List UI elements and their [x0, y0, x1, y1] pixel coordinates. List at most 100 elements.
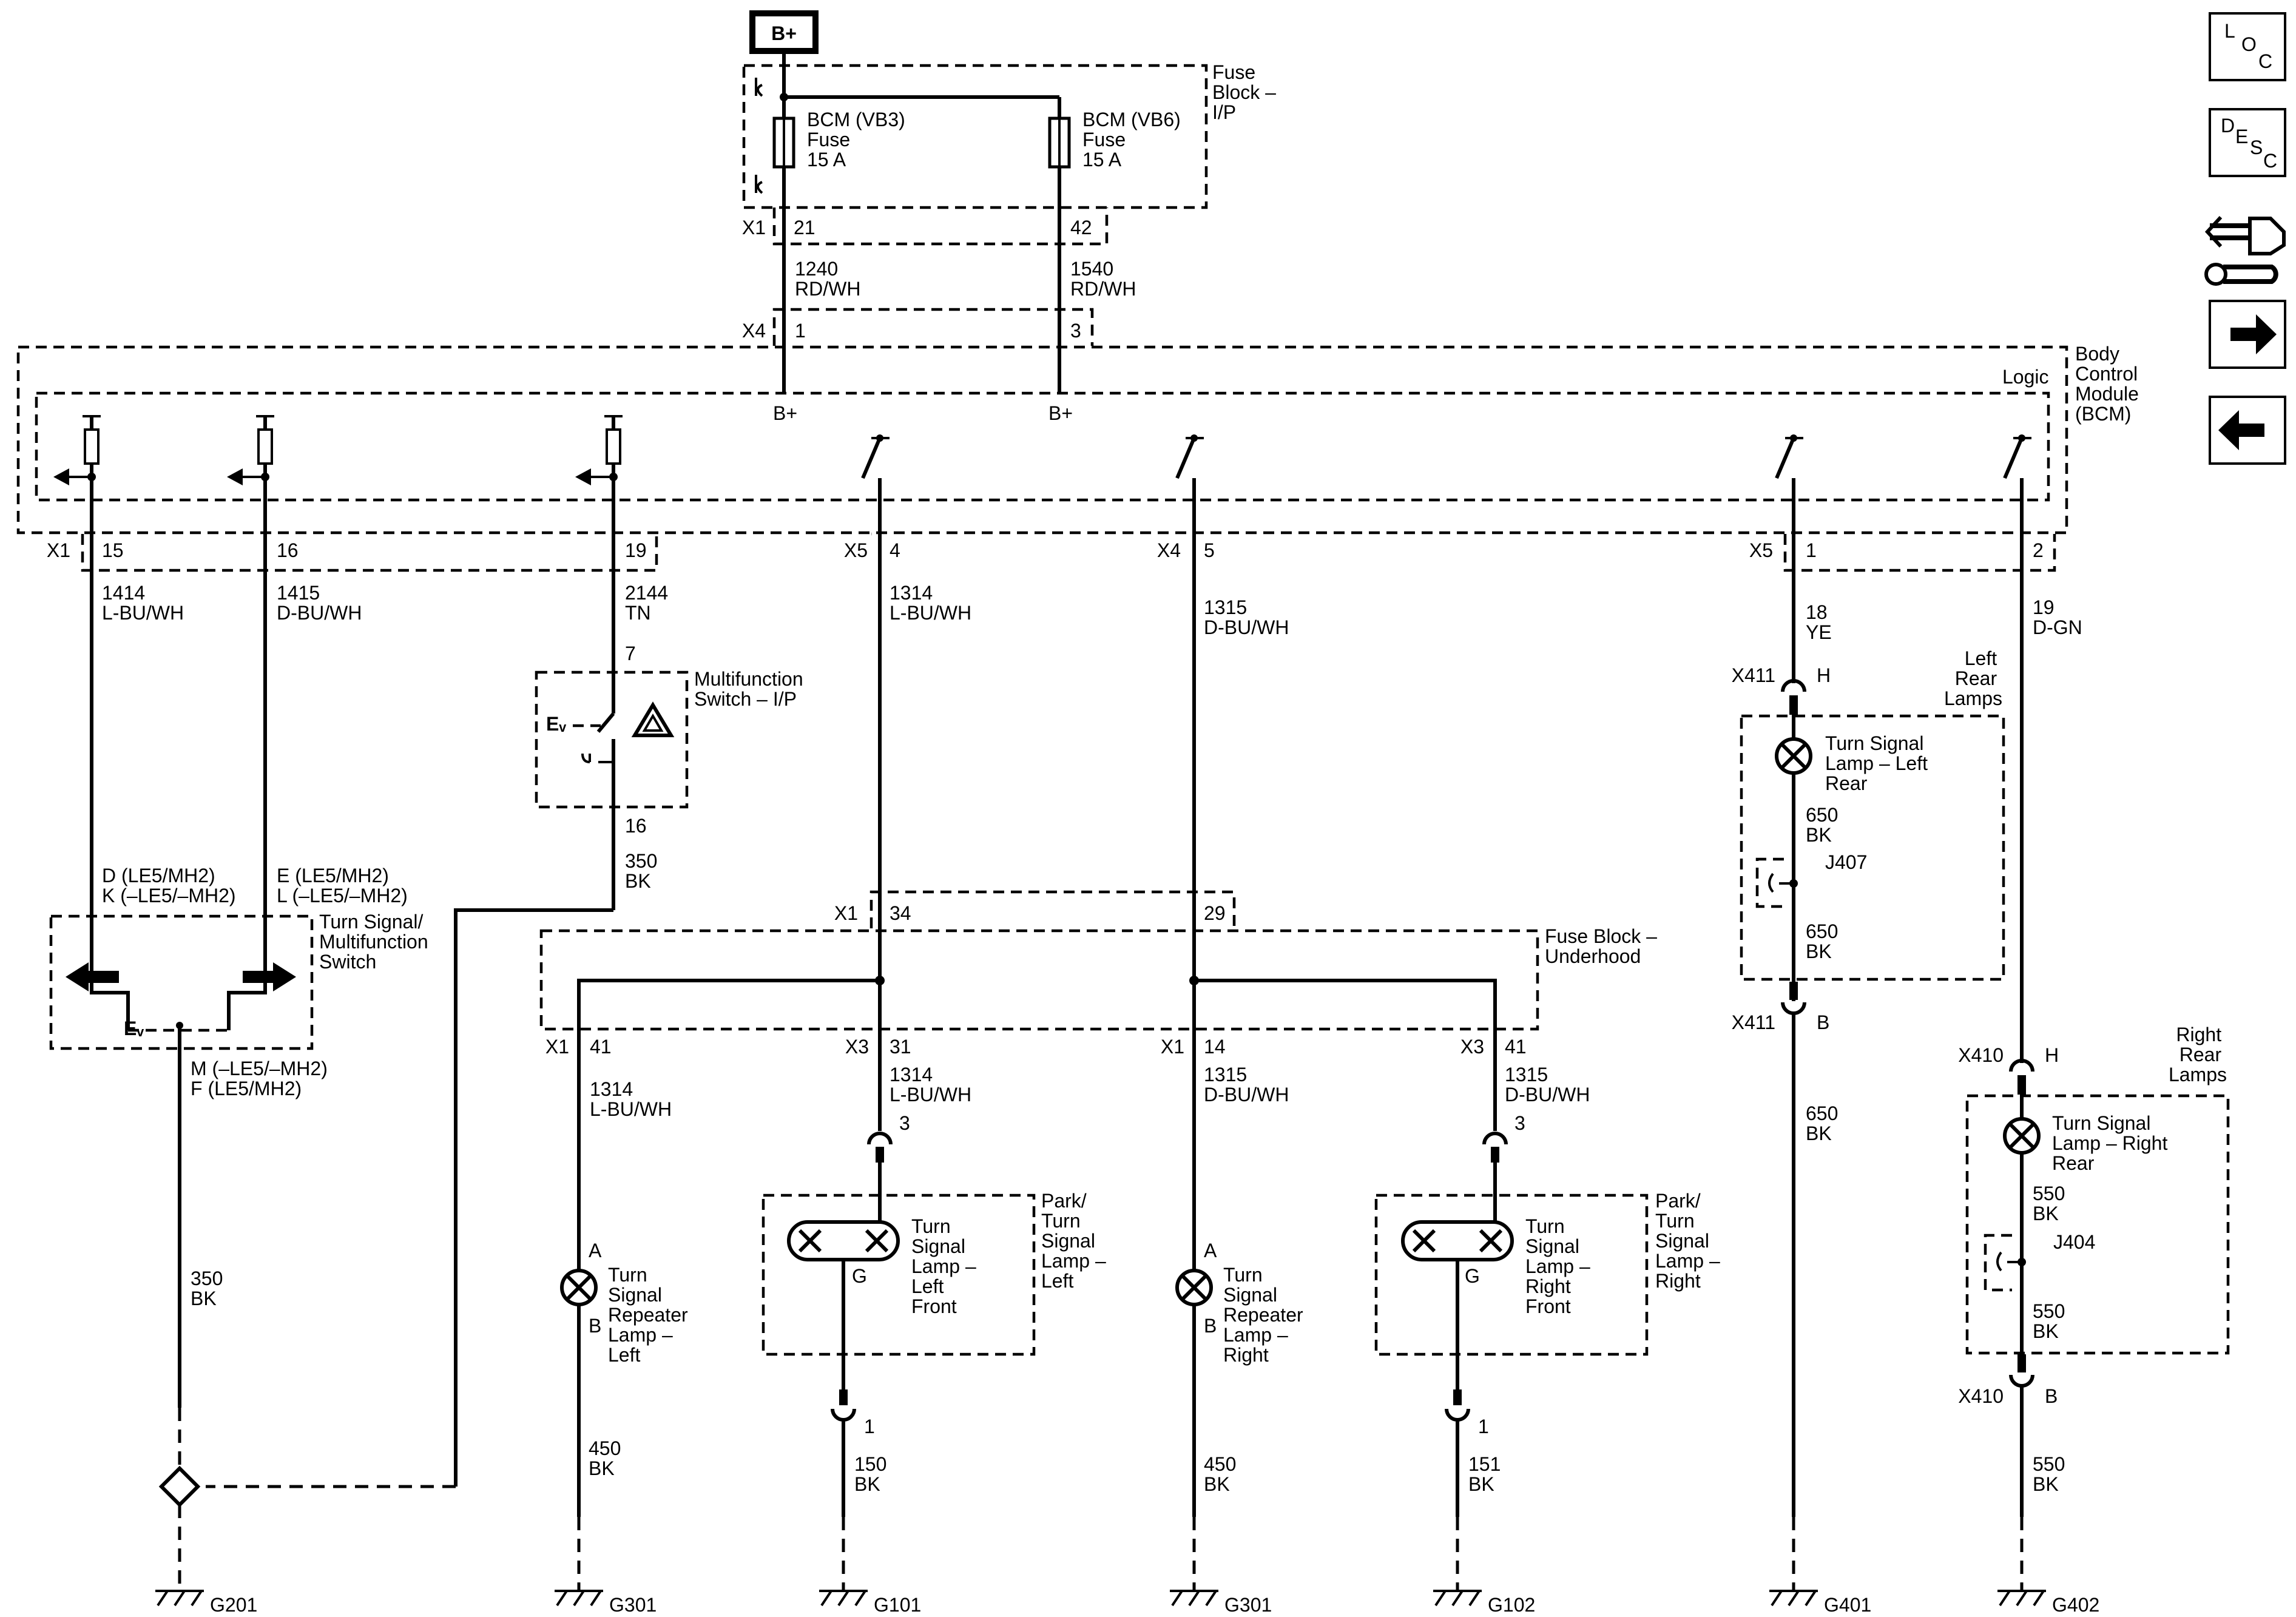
desc-letter-c: C	[2263, 150, 2277, 172]
lr-wire3: 650 BK	[1806, 1102, 1843, 1144]
fuse-block-underhood: 1314 L-BU/WH 1315 D-BU/WH X1 34 29 Fuse …	[539, 534, 1663, 1031]
lr-conn-bottom: X411	[1732, 1011, 1775, 1033]
branch-1-conn: X3	[845, 1036, 869, 1058]
ts-switch-label: Turn Signal/ Multifunction Switch	[319, 911, 434, 973]
ts-switch-out-wire: 350 BK	[191, 1268, 228, 1309]
mf-switch-label: Multifunction Switch – I/P	[694, 668, 809, 710]
rep-left-pin-b: B	[589, 1315, 601, 1337]
lr-lamp-label: Turn Signal Lamp – Left Rear	[1825, 732, 1933, 794]
wire-2144-label: 2144 TN	[625, 582, 674, 624]
x4-pin1: 1	[795, 320, 806, 342]
ground-g101-label: G101	[874, 1594, 921, 1616]
mf-pin16: 16	[625, 815, 647, 837]
bcm-out-6-pin: 2	[2033, 539, 2044, 561]
rep-left-label: Turn Signal Repeater Lamp – Left	[608, 1264, 694, 1366]
uh-x1-pin34: 34	[890, 902, 911, 924]
bcm-logic-label: Logic	[2002, 366, 2049, 388]
fuse-block-uh-label: Fuse Block – Underhood	[1545, 925, 1663, 967]
ts-switch-right-pins: E (LE5/MH2) L (–LE5/–MH2)	[277, 865, 408, 906]
branch-3-conn: X3	[1460, 1036, 1484, 1058]
next-page-button[interactable]	[2209, 300, 2286, 369]
lr-splice: J407	[1825, 851, 1867, 873]
rr-lamp-label: Turn Signal Lamp – Right Rear	[2052, 1112, 2173, 1174]
fuse-block-ip: Fuse Block – I/P BCM (VB3) Fuse 15 A BCM…	[742, 61, 1276, 209]
battery-positive-source: B+	[749, 10, 819, 97]
bcm-connectors: X1 15 16 19 X5 4 X4 5 X5 1 2	[47, 534, 2056, 572]
lr-pin-b: B	[1817, 1011, 1829, 1033]
ground-g301-left-label: G301	[609, 1594, 657, 1616]
right-rear-lamps: 19 D-GN X410 H Right Rear Lamps Turn Sig…	[1958, 534, 2230, 1616]
dual-filament-bulb-icon	[787, 1220, 900, 1261]
rep-left-pin-a: A	[589, 1240, 602, 1261]
turn-signal-multifunction-switch: Turn Signal/ Multifunction Switch Eᵥ M (…	[49, 911, 434, 1408]
wire-19-label: 19 D-GN	[2033, 596, 2082, 638]
wire-1315-label: 1315 D-BU/WH	[1204, 596, 1289, 638]
branch-2-wire: 1315 D-BU/WH	[1204, 1064, 1289, 1106]
lr-assembly-label: Left Rear Lamps	[1944, 647, 2002, 709]
feed-right-circuit: 1540 RD/WH	[1070, 258, 1136, 300]
turn-signal-input-wires: 1414 L-BU/WH 1415 D-BU/WH D (LE5/MH2) K …	[90, 534, 408, 948]
x4-pin3: 3	[1070, 320, 1081, 342]
fr-pin1: 1	[1478, 1416, 1489, 1437]
fuse-bcm-vb6-label: BCM (VB6) Fuse 15 A	[1082, 109, 1186, 170]
lr-wire2: 650 BK	[1806, 920, 1843, 962]
wire-1314-label: 1314 L-BU/WH	[890, 582, 971, 624]
fl-assembly-label: Park/ Turn Signal Lamp – Left	[1041, 1190, 1112, 1292]
arrow-left-icon	[2218, 410, 2264, 450]
fuse-bcm-vb3-label: BCM (VB3) Fuse 15 A	[807, 109, 911, 170]
ground-g401-label: G401	[1824, 1594, 1871, 1616]
park-turn-signal-lamp-left: 3 Park/ Turn Signal Lamp – Left Turn Sig…	[761, 1029, 1112, 1616]
loc-button[interactable]: L O C	[2209, 12, 2286, 81]
desc-letter-e: E	[2235, 126, 2248, 147]
mf-out-wire: 350 BK	[625, 850, 663, 892]
ground-g102-label: G102	[1488, 1594, 1535, 1616]
bcm-output-switch-x5-4	[861, 434, 890, 534]
prev-page-button[interactable]	[2209, 396, 2286, 465]
desc-button[interactable]: D E S C	[2209, 108, 2286, 177]
fl-pin1: 1	[864, 1416, 875, 1437]
branch-1-pin: 31	[890, 1036, 911, 1058]
bcm-out-1-pin: 16	[277, 539, 299, 561]
fl-pin-g: G	[852, 1265, 867, 1287]
wire-18-label: 18 YE	[1806, 601, 1832, 643]
fl-lamp-label: Turn Signal Lamp – Left Front	[911, 1215, 982, 1317]
body-control-module: Body Control Module (BCM) Logic B+ B+	[16, 343, 2144, 535]
connector-wrench-icon[interactable]	[2204, 215, 2286, 286]
turn-signal-repeater-lamp-left: A B Turn Signal Repeater Lamp – Left 450…	[555, 1029, 694, 1616]
rr-splice: J404	[2053, 1231, 2095, 1253]
ground-g402-label: G402	[2052, 1594, 2099, 1616]
bcm-input-x1-19	[575, 415, 623, 534]
uh-x1-conn: X1	[834, 902, 858, 924]
branch-1-wire: 1314 L-BU/WH	[890, 1064, 971, 1106]
bcm-out-2-pin: 19	[625, 539, 647, 561]
bcm-power-feeds: 1240 RD/WH 1540 RD/WH X4 1 3	[742, 206, 1136, 394]
fr-pin3: 3	[1514, 1112, 1525, 1134]
bcm-out-5-conn: X5	[1749, 539, 1773, 561]
mf-ev-symbol: Eᵥ	[546, 713, 566, 735]
rr-pin-b: B	[2045, 1385, 2058, 1407]
desc-letter-d: D	[2221, 115, 2235, 137]
fr-pin-g: G	[1465, 1265, 1480, 1287]
rr-wire3: 550 BK	[2033, 1453, 2070, 1495]
x1-pin42: 42	[1070, 217, 1092, 238]
bcm-out-5-pin: 1	[1806, 539, 1817, 561]
arrow-right-icon	[2230, 314, 2277, 354]
fl-pin3: 3	[899, 1112, 910, 1134]
turn-signal-repeater-lamp-right: A B Turn Signal Repeater Lamp – Right 45…	[1170, 1029, 1303, 1616]
bcm-output-switch-x5-2	[2003, 434, 2031, 534]
loc-letter-l: L	[2224, 20, 2235, 42]
uh-x1-pin29: 29	[1204, 902, 1226, 924]
rr-conn-bottom: X410	[1958, 1385, 2004, 1407]
rr-conn-top: X410	[1958, 1044, 2004, 1066]
bcm-out-4-conn: X4	[1157, 539, 1181, 561]
bcm-label: Body Control Module (BCM)	[2075, 343, 2144, 425]
bcm-bplus-right: B+	[1048, 402, 1073, 424]
desc-letter-s: S	[2250, 137, 2263, 158]
rr-wire1: 550 BK	[2033, 1183, 2070, 1224]
rep-right-pin-a: A	[1204, 1240, 1217, 1261]
rr-wire2: 550 BK	[2033, 1300, 2070, 1342]
bcm-out-3-conn: X5	[844, 539, 868, 561]
hazard-icon	[631, 701, 675, 737]
loc-letter-o: O	[2241, 33, 2257, 55]
x1-pin21: 21	[794, 217, 815, 238]
